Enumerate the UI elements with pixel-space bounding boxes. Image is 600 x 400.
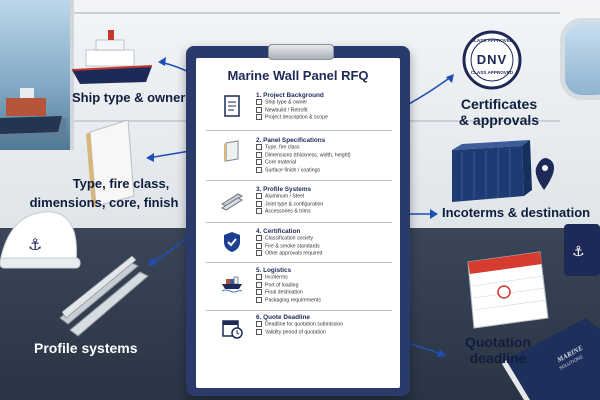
rfq-section-panel-specifications: 2. Panel Specifications Type, fire class… [212,137,392,174]
section-divider [206,262,392,263]
section-title: 1. Project Background [256,92,324,99]
rfq-section-certification: 4. Certification Classification society … [212,228,392,258]
section-title: 3. Profile Systems [256,186,312,193]
checklist-item: Joint type & configuration [256,201,392,209]
checklist-item: Deadline for quotation submission [256,321,392,329]
profile-bars-icon [220,193,244,211]
shipping-container-icon [452,140,532,202]
svg-text:⚓: ⚓ [572,244,585,260]
panel-icon [224,140,239,162]
hard-hat-icon: ⚓ [0,211,81,269]
calendar-clock-icon [222,320,243,339]
checklist-item: Port of loading [256,282,392,290]
rfq-title: Marine Wall Panel RFQ [227,68,369,83]
checklist-item: Validity period of quotation [256,329,392,337]
badge-top-text: CLASS APPROVED [470,38,514,43]
section-title: 6. Quote Deadline [256,314,310,321]
arrow-head-icon [446,74,454,83]
wall-panel-sample-icon [86,119,135,208]
callout-quote-line2: deadline [469,350,527,366]
checklist-item: Fire & smoke standards [256,243,392,251]
checklist-item: Packaging requirements [256,297,392,305]
clipboard-clip [268,44,334,60]
badge-center-text: DNV [476,52,508,67]
calendar-icon [467,251,549,329]
dnv-badge-icon [462,30,522,90]
cargo-ship-small-icon [221,276,243,293]
arrow-head-icon [437,349,446,357]
aluminum-profiles-icon [59,255,149,337]
checklist-item: Classification society [256,235,392,243]
callout-panel-line2: dimensions, core, finish [29,195,179,210]
section-title: 2. Panel Specifications [256,137,326,144]
arrow-head-icon [148,257,157,266]
cargo-ship-icon [0,88,66,140]
checklist-item: Aluminum / Steel [256,193,392,201]
callout-certs-line1: Certificates [460,96,538,112]
badge-bottom-text: CLASS APPROVED [470,70,514,75]
callout-incoterms: Incoterms & destination [442,205,591,220]
porthole-window [560,18,600,100]
arrow-head-icon [146,153,154,162]
arrow-head-icon [430,209,438,219]
wall-panel-seam [70,12,560,14]
checklist-item: Newbuild / Retrofit [256,107,392,115]
rfq-section-logistics: 5. Logistics Incoterms Port of loading F… [212,267,392,304]
callout-profile-systems: Profile systems [34,340,138,356]
checklist-item: Dimensions (thickness, width, height) [256,152,392,160]
location-pin-icon [535,158,554,190]
section-title: 5. Logistics [256,267,292,274]
callout-quote-line1: Quotation [464,334,532,350]
checklist-item: Ship type & owner [256,99,392,107]
svg-text:⚓: ⚓ [28,235,42,254]
checklist-item: Type, fire class [256,144,392,152]
checklist-item: Surface finish / coatings [256,167,392,175]
section-divider [206,310,392,311]
callout-certs-line2: & approvals [458,112,540,128]
section-divider [206,130,392,131]
checklist-item: Incoterms [256,274,392,282]
checklist-item: Core material [256,159,392,167]
checklist-item: Final destination [256,289,392,297]
checklist-item: Project description & scope [256,114,392,122]
rfq-section-profile-systems: 3. Profile Systems Aluminum / Steel Join… [212,186,392,216]
arrow-head-icon [158,57,166,66]
book-icon [502,318,600,400]
mug-icon: ⚓ [564,224,600,276]
rfq-section-project-background: 1. Project Background Ship type & owner … [212,92,392,122]
checklist-item: Accessories & trims [256,208,392,216]
callout-ship-type: Ship type & owner [72,90,186,105]
callout-panel-line1: Type, fire class, [72,176,170,191]
ship-icon [71,30,153,84]
document-icon [224,95,240,117]
section-divider [206,180,392,181]
section-title: 4. Certification [256,228,301,235]
rfq-section-quote-deadline: 6. Quote Deadline Deadline for quotation… [212,314,392,339]
checklist-item: Other approvals required [256,250,392,258]
shield-check-icon [224,232,240,252]
section-divider [206,222,392,223]
